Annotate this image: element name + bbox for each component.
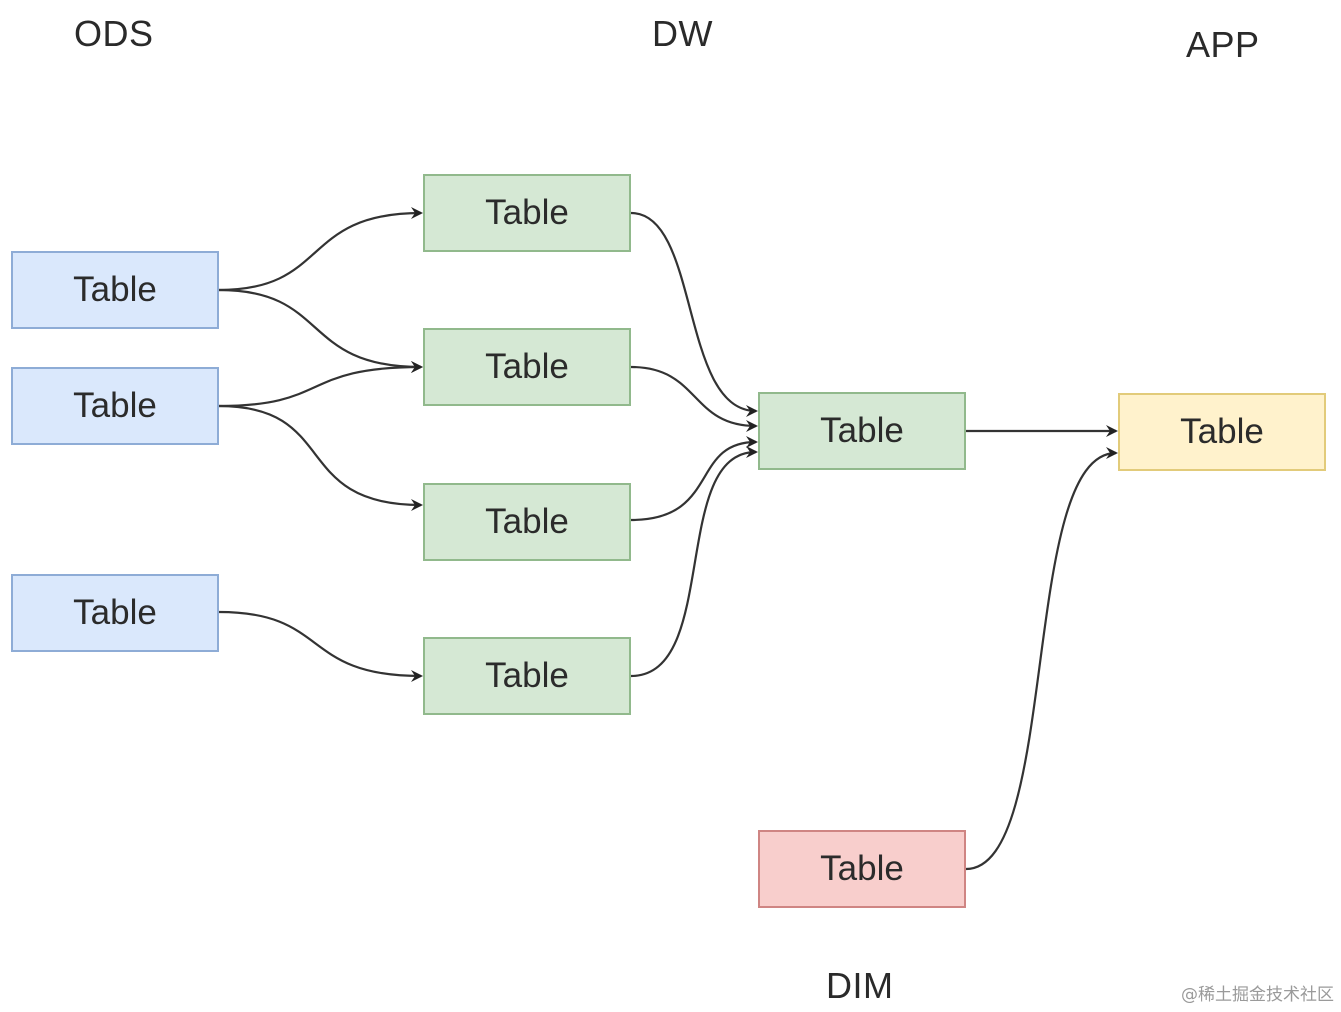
watermark: @稀土掘金技术社区	[1181, 985, 1334, 1005]
edge-ods1-dw1	[218, 207, 423, 292]
edge-ods2-dw2	[218, 361, 423, 408]
layer-label-dw: DW	[652, 13, 713, 54]
dw-aggregate-table-node: Table	[758, 392, 966, 470]
edge-dw2-dwagg	[630, 365, 758, 432]
layer-label-app: APP	[1186, 24, 1260, 65]
ods-table-node-1: Table	[11, 251, 219, 329]
edge-dw3-dwagg	[630, 436, 758, 522]
edge-ods3-dw4	[218, 610, 423, 682]
dim-table-node: Table	[758, 830, 966, 908]
ods-table-node-2: Table	[11, 367, 219, 445]
app-table-node: Table	[1118, 393, 1326, 471]
dw-table-node-4: Table	[423, 637, 631, 715]
edge-dw4-dwagg	[630, 446, 758, 678]
ods-table-node-3: Table	[11, 574, 219, 652]
edge-ods2-dw3	[218, 404, 423, 511]
edge-ods1-dw2	[218, 288, 423, 373]
dw-table-node-1: Table	[423, 174, 631, 252]
dw-table-node-2: Table	[423, 328, 631, 406]
layer-label-dim: DIM	[826, 965, 894, 1006]
edge-dim-app	[965, 447, 1118, 871]
edge-dw1-dwagg	[630, 211, 758, 417]
layer-label-ods: ODS	[74, 13, 154, 54]
dw-table-node-3: Table	[423, 483, 631, 561]
